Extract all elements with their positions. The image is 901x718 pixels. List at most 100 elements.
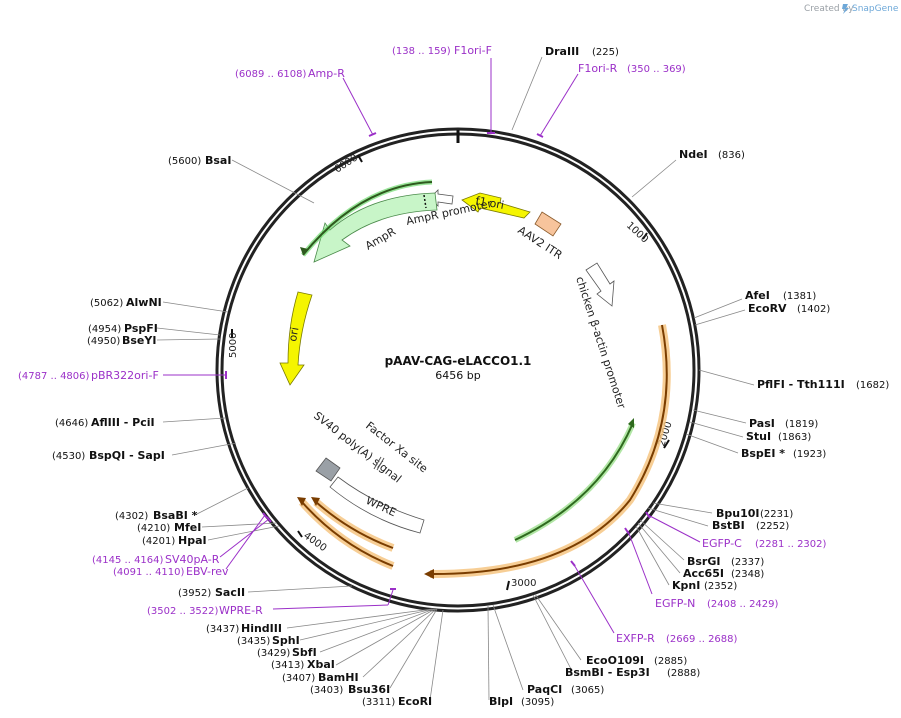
enzyme-ecori-name[interactable]: EcoRI	[398, 695, 432, 708]
ampr-cds-line	[302, 181, 433, 256]
enzyme-sacii-name[interactable]: SacII	[215, 586, 245, 599]
primer-pbr322-pos: (4787 .. 4806)	[18, 371, 90, 382]
enzyme-blpi-name[interactable]: BlpI	[489, 695, 513, 708]
primer-ebvrev-pos: (4091 .. 4110)	[113, 567, 185, 578]
primer-wprer-name[interactable]: WPRE-R	[219, 604, 263, 617]
cds-orange-line	[429, 324, 668, 576]
ori-arrow[interactable]	[279, 291, 313, 386]
enzyme-ecoo109i-pos: (2885)	[654, 656, 687, 667]
plasmid-name: pAAV-CAG-eLACCO1.1	[385, 354, 532, 368]
enzyme-sphi-pos: (3435)	[237, 636, 270, 647]
enzyme-bseyi-name[interactable]: BseYI	[122, 334, 156, 347]
enzyme-bsu36i-name[interactable]: Bsu36I	[348, 683, 390, 696]
f1-ori-arrow[interactable]	[461, 192, 531, 219]
leader-lines	[156, 56, 755, 701]
enzyme-ecori-pos: (3311)	[362, 697, 395, 708]
sv40-polya-box[interactable]	[315, 457, 341, 482]
enzyme-hpai-name[interactable]: HpaI	[178, 534, 207, 547]
enzyme-blpi-pos: (3095)	[521, 697, 554, 708]
enzyme-bsrgi-name[interactable]: BsrGI	[687, 555, 720, 568]
enzyme-bpu10i-name[interactable]: Bpu10I	[716, 507, 760, 520]
primer-pbr322-name[interactable]: pBR322ori-F	[91, 369, 159, 382]
enzyme-pasi-name[interactable]: PasI	[749, 417, 775, 430]
enzyme-ecoo109i-name[interactable]: EcoO109I	[586, 654, 644, 667]
cba-promoter-arrow[interactable]	[585, 262, 615, 307]
enzyme-xbai-pos: (3413)	[271, 660, 304, 671]
primer-sv40par-name[interactable]: SV40pA-R	[165, 553, 220, 566]
enzyme-afei-name[interactable]: AfeI	[745, 289, 770, 302]
enzyme-bseyi-pos: (4950)	[87, 336, 120, 347]
enzyme-sacii-pos: (3952)	[178, 588, 211, 599]
enzyme-kpni-pos: (2352)	[704, 581, 737, 592]
aav2-itr-box[interactable]	[534, 211, 562, 237]
primer-ampr-pos: (6089 .. 6108)	[235, 69, 307, 80]
primer-exfpr-name[interactable]: EXFP-R	[616, 632, 655, 645]
enzyme-bspqi-name[interactable]: BspQI - SapI	[89, 449, 165, 462]
primer-f1orir-name[interactable]: F1ori-R	[578, 62, 618, 75]
primer-sv40par-pos: (4145 .. 4164)	[92, 555, 164, 566]
enzyme-bspqi-pos: (4530)	[52, 451, 85, 462]
enzyme-paqci-pos: (3065)	[571, 685, 604, 696]
enzyme-bamhi-name[interactable]: BamHI	[318, 671, 359, 684]
enzyme-pflfi-name[interactable]: PflFI - Tth111I	[757, 378, 845, 391]
enzyme-ndei-pos: (836)	[718, 150, 745, 161]
enzyme-pflfi-pos: (1682)	[856, 380, 889, 391]
enzyme-kpni-name[interactable]: KpnI	[672, 579, 700, 592]
wpre-box[interactable]	[329, 476, 425, 534]
primer-ebvrev-name[interactable]: EBV-rev	[186, 565, 229, 578]
primer-egfpn-pos: (2408 .. 2429)	[707, 599, 779, 610]
enzyme-bsabi-pos: (4302)	[115, 511, 148, 522]
ampr-arrow[interactable]	[313, 192, 438, 263]
ampr-label: AmpR	[363, 225, 398, 253]
enzyme-bsai-name[interactable]: BsaI	[205, 154, 231, 167]
enzyme-bpu10i-pos: (2231)	[760, 509, 793, 520]
enzyme-stui-name[interactable]: StuI	[746, 430, 771, 443]
enzyme-hindiii-name[interactable]: HindIII	[241, 622, 282, 635]
enzyme-bspei-name[interactable]: BspEI *	[741, 447, 785, 460]
enzyme-sbfi-name[interactable]: SbfI	[292, 646, 317, 659]
enzyme-acc65i-pos: (2348)	[731, 569, 764, 580]
ori-label: ori	[286, 326, 301, 342]
enzyme-drai-pos: (225)	[592, 47, 619, 58]
enzyme-sbfi-pos: (3429)	[257, 648, 290, 659]
enzyme-afliii-name[interactable]: AflIII - PciI	[91, 416, 155, 429]
enzyme-bamhi-pos: (3407)	[282, 673, 315, 684]
primer-f1orif-pos: (138 .. 159)	[392, 46, 451, 57]
enzyme-pasi-pos: (1819)	[785, 419, 818, 430]
enzyme-drai-name[interactable]: DraIII	[545, 45, 579, 58]
enzyme-acc65i-name[interactable]: Acc65I	[683, 567, 724, 580]
primer-exfpr-pos: (2669 .. 2688)	[666, 634, 738, 645]
enzyme-hindiii-pos: (3437)	[206, 624, 239, 635]
enzyme-hpai-pos: (4201)	[142, 536, 175, 547]
enzyme-paqci-name[interactable]: PaqCI	[527, 683, 562, 696]
enzyme-bsmbi-name[interactable]: BsmBI - Esp3I	[565, 666, 650, 679]
primer-egfpn-name[interactable]: EGFP-N	[655, 597, 695, 610]
enzyme-mfei-pos: (4210)	[137, 523, 170, 534]
enzyme-bspei-pos: (1923)	[793, 449, 826, 460]
enzyme-ecorv-pos: (1402)	[797, 304, 830, 315]
enzyme-stui-pos: (1863)	[778, 432, 811, 443]
cds-green-line	[514, 422, 634, 541]
primer-lines	[163, 58, 701, 634]
snapgene-logo-icon	[842, 4, 849, 14]
enzyme-ndei-name[interactable]: NdeI	[679, 148, 708, 161]
primer-f1orif-name[interactable]: F1ori-F	[454, 44, 492, 57]
enzyme-ecorv-name[interactable]: EcoRV	[748, 302, 787, 315]
enzyme-bsabi-name[interactable]: BsaBI *	[153, 509, 198, 522]
enzyme-afei-pos: (1381)	[783, 291, 816, 302]
plasmid-size: 6456 bp	[435, 369, 480, 382]
primer-ampr-name[interactable]: Amp-R	[308, 67, 345, 80]
enzyme-bsai-pos: (5600)	[168, 156, 201, 167]
enzyme-bsrgi-pos: (2337)	[731, 557, 764, 568]
enzyme-afliii-pos: (4646)	[55, 418, 88, 429]
cds-green-glow	[513, 421, 636, 543]
enzyme-sphi-name[interactable]: SphI	[272, 634, 300, 647]
primer-egfpc-name[interactable]: EGFP-C	[702, 537, 742, 550]
enzyme-mfei-name[interactable]: MfeI	[174, 521, 201, 534]
enzyme-xbai-name[interactable]: XbaI	[307, 658, 335, 671]
enzyme-alwni-name[interactable]: AlwNI	[126, 296, 162, 309]
enzyme-pspfi-name[interactable]: PspFI	[124, 322, 158, 335]
tick-5000: 5000	[228, 333, 239, 358]
enzyme-bstbi-name[interactable]: BstBI	[712, 519, 745, 532]
